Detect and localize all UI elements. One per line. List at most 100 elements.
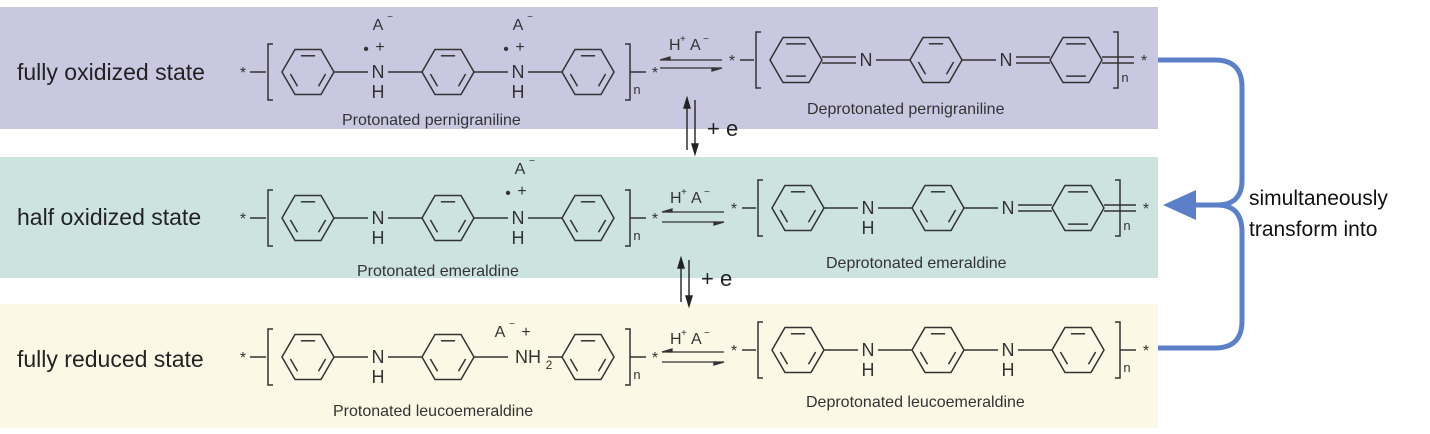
ring-2-inner-bond [947,351,957,365]
reagent-asup-1: − [703,34,709,45]
plus-charge: + [515,39,524,56]
ring-2-inner-bond [919,351,929,365]
nitrogen: N [1002,198,1015,218]
name-deprotonated-leucoemeraldine: Deprotonated leucoemeraldine [806,394,1025,411]
ring-1 [769,36,823,84]
ring-3-inner-bond [569,358,579,372]
radical-dot: • [363,41,369,58]
nitrogen: N [862,340,875,360]
hydrogen: H [1002,360,1015,380]
hydrogen: H [372,228,385,248]
reagent-h-1: H [669,37,681,54]
repeat-n: n [633,367,640,382]
name-protonated-pernigraniline: Protonated pernigraniline [342,112,521,129]
nitrogen: N [512,208,525,228]
radical-dot: • [505,185,511,202]
ring-2-inner-bond [457,219,467,233]
ring-2-inner-bond [429,219,439,233]
ring-3-inner-bond [569,219,579,233]
ring-2-inner-bond [457,73,467,87]
hydrogen: H [862,360,875,380]
transform-arrowhead [1163,190,1196,220]
nitrogen: N [512,62,525,82]
name-deprotonated-emeraldine: Deprotonated emeraldine [826,255,1007,272]
ring-3 [1049,36,1103,84]
ring-1 [771,184,825,232]
equilibrium-arrows [659,56,725,366]
bracket-left [757,179,763,237]
subscript-2: 2 [546,358,553,372]
hydrogen: H [862,218,875,238]
ring-1-inner-bond [807,209,817,223]
reagent-hsup-3: + [681,328,687,339]
state-label-oxidized: fully oxidized state [17,59,205,85]
ring-3-inner-bond [597,219,607,233]
nitrogen: N [862,198,875,218]
name-deprotonated-pernigraniline: Deprotonated pernigraniline [807,101,1005,118]
star-right: * [652,211,658,228]
ring-2-inner-bond [429,358,439,372]
hydrogen: H [512,82,525,102]
hydrogen: H [372,82,385,102]
redox-arrows [677,95,699,309]
redox-label-1: + e [707,116,738,141]
repeat-n: n [1123,360,1130,375]
anion-a: A [373,17,384,34]
band-reduced [0,304,1158,428]
bracket-left [267,328,273,386]
star-right: * [1143,343,1149,360]
star-left: * [240,65,246,82]
chemical-structures [250,31,1136,386]
repeat-n: n [633,82,640,97]
nitrogen: N [1002,340,1015,360]
reagent-h-2: H [670,190,682,207]
anion-a: A [495,324,506,341]
star-left: * [240,211,246,228]
reagent-hsup-1: + [680,34,686,45]
anion-minus: − [527,12,533,23]
nitrogen: N [1000,50,1013,70]
transform-bracket-arrow [1158,57,1245,351]
star-left: * [240,350,246,367]
star-right: * [652,350,658,367]
ring-3 [1051,184,1105,232]
bracket-left [267,43,273,101]
bracket-left [755,31,761,89]
ring-1-inner-bond [317,358,327,372]
nitrogen: N [372,62,385,82]
name-protonated-emeraldine: Protonated emeraldine [357,263,519,280]
state-label-reduced: fully reduced state [17,346,204,372]
radical-dot: • [503,41,509,58]
reagent-labels: H + A − H + A − H + A − [669,34,710,348]
ring-2-inner-bond [945,61,955,75]
ring-1-inner-bond [317,219,327,233]
star-right: * [1141,53,1147,70]
repeat-n: n [1121,70,1128,85]
state-label-half: half oxidized state [17,204,201,230]
plus-charge: + [375,39,384,56]
redox-label-2: + e [701,266,732,291]
side-note-line-1: simultaneously [1249,187,1388,210]
nitrogen: N [372,208,385,228]
ring-1-inner-bond [317,73,327,87]
ring-1-inner-bond [779,351,789,365]
ring-1 [281,333,335,381]
repeat-n: n [1123,218,1130,233]
ring-2-inner-bond [429,73,439,87]
reagent-hsup-2: + [681,187,687,198]
star-right: * [652,65,658,82]
anion-a: A [513,17,524,34]
ring-1 [281,48,335,96]
ring-3-inner-bond [597,73,607,87]
ring-1 [771,326,825,374]
ring-3-inner-bond [569,73,579,87]
ring-2-inner-bond [917,61,927,75]
ring-1-inner-bond [807,351,817,365]
star-left: * [729,53,735,70]
name-protonated-leucoemeraldine: Protonated leucoemeraldine [333,403,533,420]
reagent-a-1: A [690,37,701,54]
hydrogen: H [512,228,525,248]
